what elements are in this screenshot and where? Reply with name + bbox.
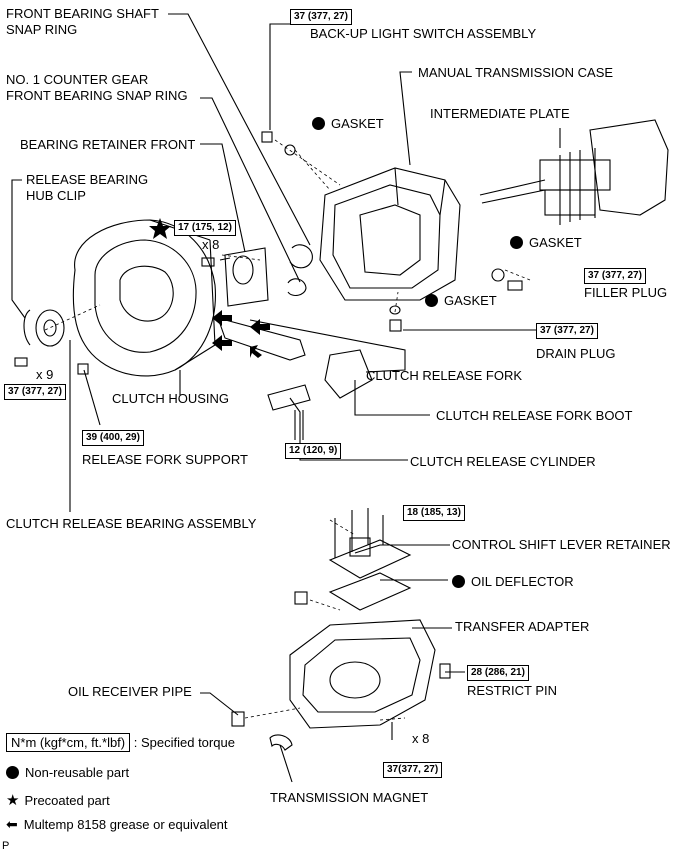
torque-bearing-retainer-bolts: 17 (175, 12)	[174, 220, 236, 236]
release-fork-part	[217, 317, 306, 361]
label-no1-counter-gear-snap-ring: NO. 1 COUNTER GEAR FRONT BEARING SNAP RI…	[6, 72, 188, 103]
grease-arrow-icon	[212, 310, 232, 326]
leader-release-fork	[249, 319, 406, 373]
legend-grease: ⬅Multemp 8158 grease or equivalent	[6, 816, 228, 832]
corner-code: P	[2, 840, 10, 852]
qty-adapter-bolts: x 8	[412, 731, 430, 746]
non-reusable-dot-icon	[6, 766, 19, 779]
label-back-up-light-switch: BACK-UP LIGHT SWITCH ASSEMBLY	[310, 26, 537, 41]
legend-torque-text: : Specified torque	[133, 735, 235, 750]
non-reusable-dot-icon	[452, 575, 465, 588]
leader-fork-boot	[354, 380, 430, 416]
release-bearing-part	[23, 309, 65, 347]
clutch-housing-part	[72, 219, 216, 377]
torque-release-fork-support: 39 (400, 29)	[82, 430, 144, 446]
transmission-case-part	[319, 167, 461, 301]
bearing-retainer-part	[219, 247, 269, 307]
qty-housing-bolts: x 9	[36, 367, 54, 382]
label-oil-deflector: OIL DEFLECTOR	[452, 574, 574, 590]
legend-non-reusable: Non-reusable part	[6, 765, 129, 780]
torque-housing-bolts: 37 (377, 27)	[4, 384, 66, 400]
qty-bearing-retainer-bolts: x 8	[202, 237, 220, 252]
front-bearing-snap-ring-part	[289, 244, 313, 269]
label-bearing-retainer-front: BEARING RETAINER FRONT	[20, 137, 196, 152]
label-gasket-2: GASKET	[510, 235, 582, 251]
label-transmission-magnet: TRANSMISSION MAGNET	[270, 790, 429, 805]
leader-counter-gear-snap-ring	[200, 97, 301, 283]
leader-transmission-case	[399, 71, 412, 166]
transfer-adapter-part	[289, 591, 451, 740]
label-clutch-release-cylinder: CLUTCH RELEASE CYLINDER	[410, 454, 596, 469]
label-gasket-1: GASKET	[312, 116, 384, 132]
leader-transmission-magnet	[279, 744, 293, 783]
leader-back-up-switch	[269, 23, 290, 130]
label-control-shift-lever-retainer: CONTROL SHIFT LEVER RETAINER	[452, 537, 671, 552]
torque-release-cylinder: 12 (120, 9)	[285, 443, 342, 459]
intermediate-plate-part	[479, 119, 669, 225]
label-restrict-pin: RESTRICT PIN	[467, 683, 558, 698]
torque-restrict-pin: 28 (286, 21)	[467, 665, 529, 681]
non-reusable-dot-icon	[312, 117, 325, 130]
label-transfer-adapter: TRANSFER ADAPTER	[455, 619, 590, 634]
counter-gear-snap-ring-part	[287, 278, 307, 297]
grease-arrows	[149, 218, 270, 358]
label-intermediate-plate: INTERMEDIATE PLATE	[430, 106, 570, 121]
legend-precoated: ★Precoated part	[6, 792, 110, 809]
grease-arrow-icon	[250, 345, 262, 358]
grease-arrow-icon: ⬅	[6, 816, 18, 832]
leader-release-cylinder	[289, 397, 408, 461]
non-reusable-dot-icon	[510, 236, 523, 249]
label-clutch-release-bearing-assembly: CLUTCH RELEASE BEARING ASSEMBLY	[6, 516, 257, 531]
label-release-fork-support: RELEASE FORK SUPPORT	[82, 452, 248, 467]
label-clutch-release-fork: CLUTCH RELEASE FORK	[366, 368, 523, 383]
release-fork-boot-part	[324, 349, 373, 399]
grease-arrow-icon	[250, 319, 270, 335]
torque-shift-retainer-bolts: 18 (185, 13)	[403, 505, 465, 521]
shift-retainer-part	[328, 508, 412, 611]
label-gasket-3: GASKET	[425, 293, 497, 309]
leader-fork-support	[83, 369, 101, 426]
torque-filler-plug: 37 (377, 27)	[584, 268, 646, 284]
label-clutch-housing: CLUTCH HOUSING	[112, 391, 230, 406]
oil-receiver-pipe-part	[231, 711, 245, 727]
torque-adapter-bolts: 37(377, 27)	[383, 762, 443, 778]
torque-drain-plug: 37 (377, 27)	[536, 323, 598, 339]
leader-shift-retainer	[354, 544, 450, 554]
release-cylinder-part	[267, 384, 311, 440]
legend-torque-box: N*m (kgf*cm, ft.*lbf)	[6, 733, 131, 752]
torque-back-up-light: 37 (377, 27)	[290, 9, 352, 25]
label-drain-plug: DRAIN PLUG	[536, 346, 616, 361]
leader-bearing-retainer	[200, 143, 246, 253]
leader-front-bearing-snap-ring	[168, 13, 311, 246]
label-filler-plug: FILLER PLUG	[584, 285, 668, 300]
label-manual-transmission-case: MANUAL TRANSMISSION CASE	[418, 65, 614, 80]
legend-torque: N*m (kgf*cm, ft.*lbf) : Specified torque	[6, 733, 235, 752]
label-clutch-release-fork-boot: CLUTCH RELEASE FORK BOOT	[436, 408, 633, 423]
precoated-star-icon	[149, 218, 171, 239]
bolts-and-plugs	[14, 131, 523, 375]
grease-arrow-icon	[212, 335, 232, 351]
leader-hub-clip	[11, 179, 26, 319]
precoated-star-icon: ★	[6, 792, 20, 809]
non-reusable-dot-icon	[425, 294, 438, 307]
label-oil-receiver-pipe: OIL RECEIVER PIPE	[68, 684, 192, 699]
label-release-bearing-hub-clip: RELEASE BEARING HUB CLIP	[26, 172, 149, 203]
label-front-bearing-shaft-snap-ring: FRONT BEARING SHAFT SNAP RING	[6, 6, 159, 37]
leader-oil-receiver-pipe	[200, 692, 239, 716]
transmission-magnet-part	[269, 734, 293, 751]
